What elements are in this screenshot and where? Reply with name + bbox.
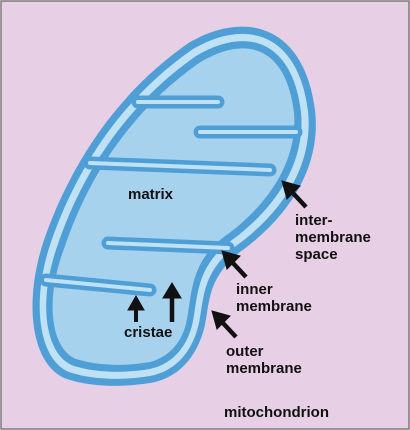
inner-membrane-label-line2: membrane xyxy=(236,298,312,315)
outer-membrane-label-line1: outer xyxy=(226,343,264,360)
cristae-label: cristae xyxy=(124,324,172,341)
matrix-label: matrix xyxy=(128,186,174,203)
intermembrane-label-line3: space xyxy=(295,246,338,263)
outer-membrane-label-line2: membrane xyxy=(226,360,302,377)
intermembrane-label-line1: inter- xyxy=(295,212,333,229)
mitochondrion-label: mitochondrion xyxy=(224,404,329,421)
intermembrane-label-line2: membrane xyxy=(295,229,371,246)
inner-membrane-label-line1: inner xyxy=(236,281,273,298)
